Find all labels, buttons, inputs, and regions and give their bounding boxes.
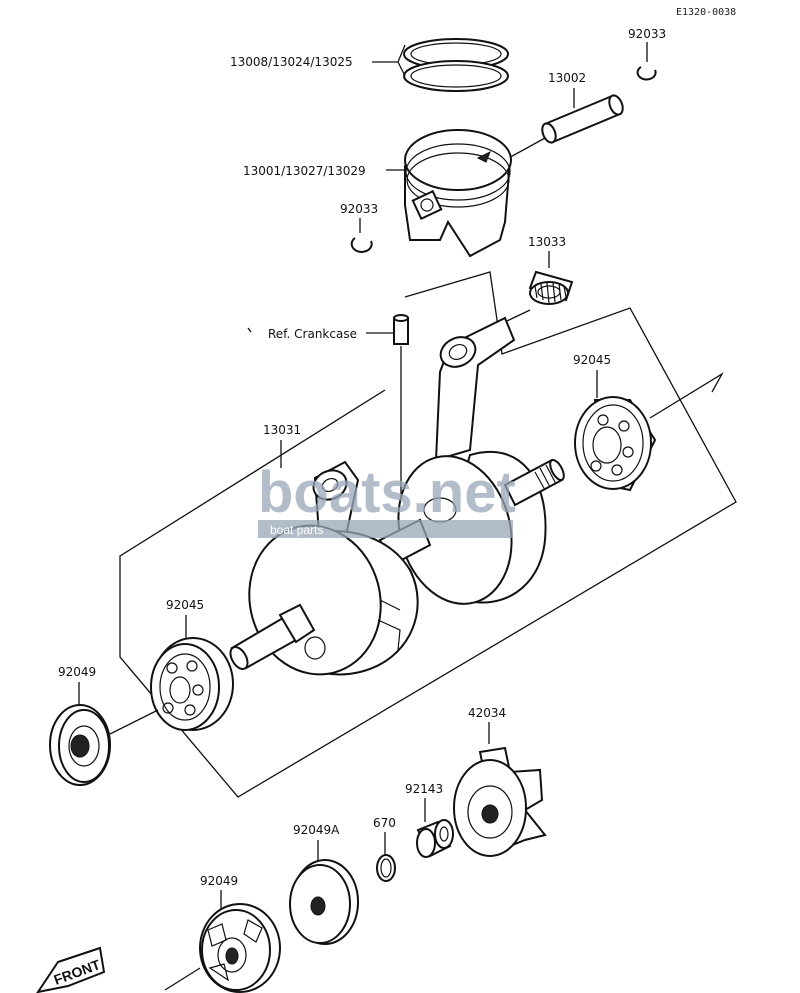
bearing-right-part[interactable] [574,396,657,492]
label-crankshaft: 13031 [263,423,301,437]
label-seal-a: 92049A [293,823,340,837]
label-impeller: 42034 [468,706,506,720]
seal-a-part[interactable] [289,859,359,945]
watermark-tagline: boat parts [270,523,323,537]
seal-left-part[interactable] [49,704,111,786]
label-piston: 13001/13027/13029 [243,164,366,178]
oring-part[interactable] [376,854,396,882]
label-bearing-right: 92045 [573,353,611,367]
leader-ref-crankcase [366,332,395,340]
circlip-top-part[interactable] [636,66,657,81]
label-bearing-left: 92045 [166,598,204,612]
label-ref-crankcase: Ref. Crankcase [268,327,357,341]
label-oring: 670 [373,816,396,830]
piston-pin-part[interactable] [540,93,626,144]
bearing-left-part[interactable] [150,637,234,731]
label-circlip-left: 92033 [340,202,378,216]
watermark: boats.net boat parts [258,460,516,538]
label-seal-left: 92049 [58,665,96,679]
label-rings: 13008/13024/13025 [230,55,353,69]
label-seal-bottom: 92049 [200,874,238,888]
seal-bottom-part[interactable] [199,903,281,993]
label-pin: 13002 [548,71,586,85]
needle-bearing-part[interactable] [528,270,574,305]
leader-seal-bottom-axis [164,967,201,991]
circlip-left-part[interactable] [350,237,373,253]
watermark-logo: boats.net [258,460,516,525]
label-needle-bearing: 13033 [528,235,566,249]
leader-bearing-left-axis [109,709,159,735]
label-circlip-top: 92033 [628,27,666,41]
ref-mark [247,327,252,333]
front-marker: FRONT [36,946,106,993]
leader-rings [372,44,406,77]
piston-part[interactable] [404,129,512,258]
dowel-pin-part[interactable] [393,314,409,345]
diagram-code: E1320-0038 [676,7,736,18]
piston-rings-part[interactable] [403,38,509,92]
label-collar: 92143 [405,782,443,796]
leader-bearing-right-axis [649,372,724,419]
impeller-part[interactable] [453,746,547,857]
collar-part[interactable] [416,819,454,858]
assembly-boundary [119,271,737,798]
